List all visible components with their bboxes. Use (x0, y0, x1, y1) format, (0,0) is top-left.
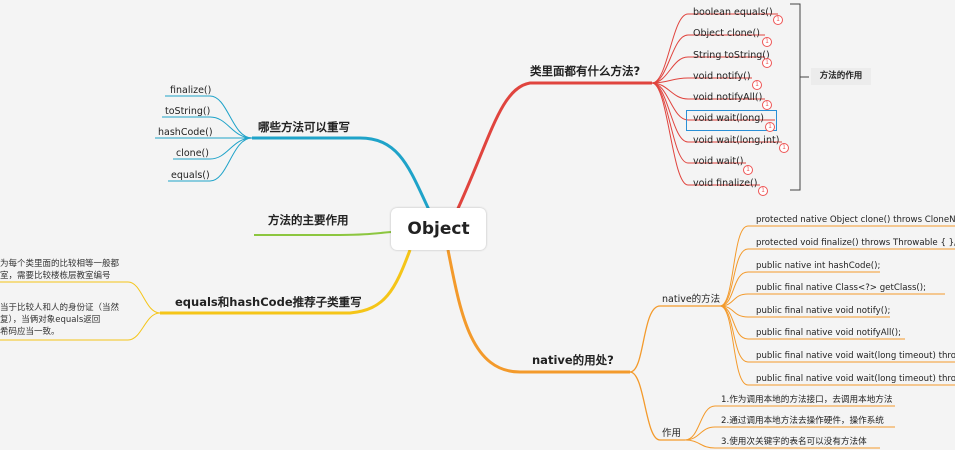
native-use-label[interactable]: 作用 (662, 428, 682, 439)
native-use-item[interactable]: 1.作为调用本地的方法接口，去调用本地方法 (721, 395, 893, 405)
note-badge-icon[interactable]: 1 (743, 165, 753, 175)
native-method-item[interactable]: public final native void wait(long timeo… (756, 374, 955, 384)
note-badge-icon[interactable]: 1 (762, 58, 772, 68)
override-item[interactable]: finalize() (170, 85, 212, 96)
branch-equals-hashcode-label[interactable]: equals和hashCode推荐子类重写 (175, 295, 362, 309)
override-item[interactable]: clone() (176, 148, 209, 159)
method-item[interactable]: void notify() (693, 71, 751, 82)
method-item[interactable]: void notifyAll() (693, 92, 763, 103)
method-item[interactable]: void wait(long,int) (693, 135, 780, 146)
native-method-item[interactable]: public final native void notifyAll(); (756, 328, 902, 338)
method-item[interactable]: void wait(long) (693, 113, 764, 124)
method-item[interactable]: void wait() (693, 156, 744, 167)
method-item[interactable]: boolean equals() (693, 7, 773, 18)
selected-node-highlight (686, 110, 777, 131)
branch-override-label[interactable]: 哪些方法可以重写 (258, 120, 350, 134)
native-method-item[interactable]: protected void finalize() throws Throwab… (756, 238, 955, 248)
note-badge-icon[interactable]: 1 (779, 143, 789, 153)
method-item[interactable]: Object clone() (693, 28, 760, 39)
override-item[interactable]: toString() (165, 106, 211, 117)
hashcode-note-text: 当于比较人和人的身份证（当然 复），当俩对象equals返回 希码应当一致。 (0, 303, 120, 337)
branch-methods-label[interactable]: 类里面都有什么方法? (530, 64, 641, 78)
native-use-item[interactable]: 2.通过调用本地方法去操作硬件，操作系统 (721, 416, 884, 426)
note-badge-icon[interactable]: 1 (752, 80, 762, 90)
native-method-item[interactable]: protected native Object clone() throws C… (756, 215, 955, 225)
method-item[interactable]: String toString() (693, 50, 770, 61)
native-method-item[interactable]: public final native void wait(long timeo… (756, 351, 955, 361)
native-method-item[interactable]: public final native void notify(); (756, 306, 891, 316)
equals-note-text: 为每个类里面的比较相等一般都 室，需要比较楼栋层教室编号 (0, 259, 120, 281)
note-badge-icon[interactable]: 1 (762, 37, 772, 47)
override-item[interactable]: hashCode() (158, 127, 213, 138)
branch-main-use-label[interactable]: 方法的主要作用 (268, 213, 349, 227)
native-method-item[interactable]: public native int hashCode(); (756, 261, 881, 271)
method-item[interactable]: void finalize() (693, 178, 758, 189)
root-node[interactable]: Object (391, 208, 486, 250)
note-badge-icon[interactable]: 1 (773, 15, 783, 25)
branch-native-label[interactable]: native的用处? (532, 353, 614, 367)
native-use-item[interactable]: 3.使用次关键字的表名可以没有方法体 (721, 437, 867, 447)
native-methods-label[interactable]: native的方法 (662, 294, 721, 305)
native-method-item[interactable]: public final native Class<?> getClass(); (756, 283, 927, 293)
note-badge-icon[interactable]: 1 (758, 186, 768, 196)
override-item[interactable]: equals() (171, 170, 210, 181)
note-badge-icon[interactable]: 1 (765, 122, 775, 132)
note-badge-icon[interactable]: 1 (762, 100, 772, 110)
methods-callout[interactable]: 方法的作用 (811, 68, 871, 85)
